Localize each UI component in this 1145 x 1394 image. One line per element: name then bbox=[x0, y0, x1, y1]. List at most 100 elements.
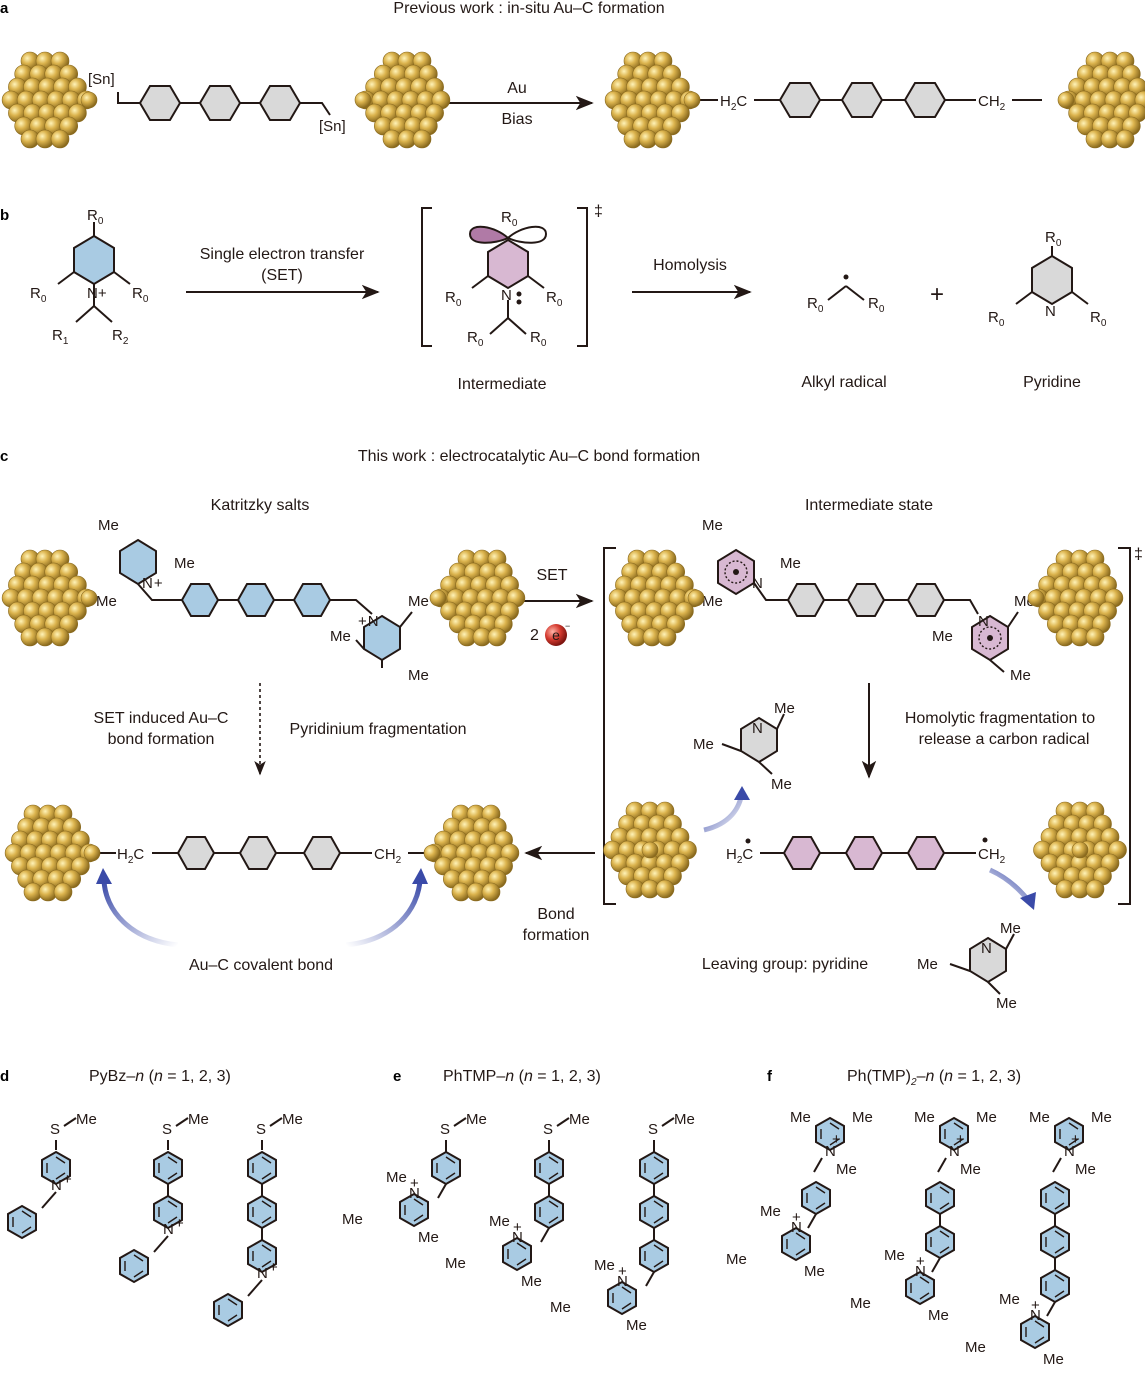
ring-double-bond bbox=[1025, 1320, 1045, 1344]
panel-e-letter: e bbox=[393, 1068, 401, 1085]
r0-left: R0 bbox=[30, 285, 47, 305]
blue-arrowhead bbox=[734, 786, 750, 800]
ring-double-bond bbox=[539, 1156, 559, 1180]
bond bbox=[63, 1117, 77, 1127]
ring-double-bond bbox=[46, 1156, 66, 1180]
r0-right-int: R0 bbox=[546, 289, 563, 309]
bond-formation-label-1: Bond bbox=[537, 906, 574, 923]
me-label: Me bbox=[96, 593, 117, 610]
bond bbox=[807, 1213, 817, 1229]
tmp-pyridinium-ring bbox=[502, 1236, 532, 1272]
pyridinium-ring bbox=[153, 1194, 183, 1230]
transition-dagger-c: ‡ bbox=[1134, 546, 1143, 563]
r0-radical-left: R0 bbox=[807, 295, 824, 315]
me-label: Me bbox=[917, 956, 938, 973]
arrow-label-bias: Bias bbox=[501, 111, 532, 128]
panel-f-title: Ph(TMP)2–n (n = 1, 2, 3) bbox=[847, 1068, 1021, 1088]
pyridine-generic bbox=[1015, 246, 1089, 306]
gold-electrode bbox=[4, 804, 101, 902]
bonded-molecule-c bbox=[88, 836, 438, 870]
gold-tip-atom bbox=[80, 91, 98, 109]
radical-dot bbox=[733, 569, 739, 575]
phenyl-ring bbox=[247, 1194, 277, 1230]
me-label: Me bbox=[774, 700, 795, 717]
n-label: N bbox=[1064, 1143, 1075, 1160]
gold-atom bbox=[653, 129, 673, 149]
ring-double-bond bbox=[644, 1244, 664, 1268]
radical-dot bbox=[987, 635, 993, 641]
gold-electrode bbox=[604, 51, 701, 149]
molecule-terphenyl-sn bbox=[117, 85, 331, 121]
benzene-ring bbox=[198, 85, 242, 121]
set-induced-2: bond formation bbox=[108, 731, 215, 748]
me-label: Me bbox=[466, 1111, 487, 1128]
r0-right: R0 bbox=[132, 285, 149, 305]
plus-label: + bbox=[792, 1209, 801, 1226]
ring-double-bond bbox=[1059, 1122, 1079, 1146]
gold-electrode bbox=[1027, 549, 1124, 647]
me-label: Me bbox=[445, 1255, 466, 1272]
n-label: N bbox=[257, 1265, 268, 1282]
bond bbox=[269, 1117, 283, 1127]
n-label: N bbox=[1030, 1307, 1041, 1324]
caption-pyridine: Pyridine bbox=[1023, 374, 1081, 391]
sn-left-label: [Sn] bbox=[88, 71, 115, 88]
panel-c-title: This work : electrocatalytic Au–C bond f… bbox=[358, 448, 700, 465]
phenyl-ring bbox=[639, 1238, 669, 1274]
pyridinium-generic bbox=[57, 222, 131, 323]
n-label: N bbox=[981, 940, 992, 957]
h2c-radical-label: H2C bbox=[726, 846, 753, 866]
me-label: Me bbox=[804, 1263, 825, 1280]
ring-double-bond bbox=[1045, 1274, 1065, 1298]
ring-double-bond bbox=[124, 1254, 144, 1278]
bond bbox=[931, 1257, 941, 1273]
ring-double-bond bbox=[930, 1230, 950, 1254]
ring-double-bond bbox=[539, 1200, 559, 1224]
pyridinium-ring bbox=[41, 1150, 71, 1186]
tmp-pyridinium-ring bbox=[781, 1226, 811, 1262]
ring-double-bond bbox=[404, 1198, 424, 1222]
panel-f-letter: f bbox=[767, 1068, 773, 1085]
ring-double-bond bbox=[786, 1232, 806, 1256]
n-label: N bbox=[51, 1177, 62, 1194]
gold-electrode bbox=[1, 51, 98, 149]
gold-atom bbox=[50, 129, 70, 149]
r1-label: R1 bbox=[52, 327, 69, 347]
ring-double-bond bbox=[820, 1122, 840, 1146]
gold-tip-atom bbox=[1027, 589, 1045, 607]
plus-label: + bbox=[63, 1171, 72, 1188]
n-label: N bbox=[512, 1229, 523, 1246]
blue-curved-arrow bbox=[345, 879, 423, 948]
ring-double-bond bbox=[158, 1156, 178, 1180]
blue-arrowhead bbox=[412, 868, 428, 884]
me-label: Me bbox=[976, 1109, 997, 1126]
plus-label: + bbox=[269, 1259, 278, 1276]
bond bbox=[1046, 1301, 1056, 1317]
r0-top-int: R0 bbox=[501, 209, 518, 229]
bond bbox=[153, 1235, 169, 1253]
leaving-pyridine bbox=[949, 933, 1015, 995]
r0-left-int: R0 bbox=[445, 289, 462, 309]
electron-icon bbox=[545, 624, 567, 646]
benzene-ring bbox=[258, 85, 302, 121]
alkyl-radical-structure bbox=[827, 285, 865, 301]
intermediate-state-label: Intermediate state bbox=[805, 497, 933, 514]
gold-atom bbox=[53, 882, 73, 902]
ring-double-bond bbox=[218, 1298, 238, 1322]
ring-double-bond bbox=[644, 1156, 664, 1180]
bond bbox=[453, 1117, 467, 1127]
phenyl-ring bbox=[925, 1180, 955, 1216]
caption-alkyl-radical: Alkyl radical bbox=[801, 374, 886, 391]
me-label: Me bbox=[188, 1111, 209, 1128]
gold-electrode bbox=[1057, 51, 1145, 149]
me-label: Me bbox=[965, 1339, 986, 1356]
h2c-bond-label: H2C bbox=[117, 846, 144, 866]
arrow-label-au: Au bbox=[507, 80, 527, 97]
s-label: S bbox=[543, 1121, 553, 1138]
gold-atom bbox=[412, 129, 432, 149]
me-label: Me bbox=[674, 1111, 695, 1128]
me-label: Me bbox=[1043, 1351, 1064, 1368]
free-pyridine bbox=[721, 713, 785, 775]
n-label: N bbox=[791, 1219, 802, 1236]
